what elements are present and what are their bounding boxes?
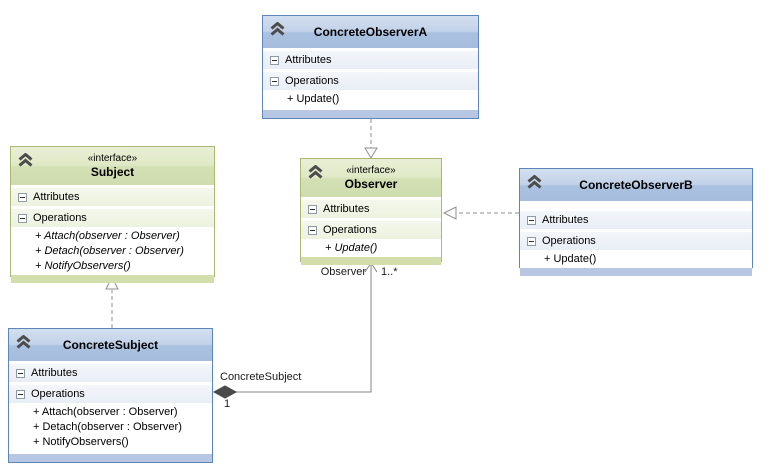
compartment-label: Attributes [542,214,589,226]
collapse-chevron-icon[interactable] [269,21,286,37]
operation-item[interactable]: + NotifyObservers() [35,260,131,272]
compartment-label: Operations [33,212,87,224]
class-title: Observer [344,177,398,191]
collapse-minus-icon[interactable] [308,204,317,214]
compartment-label: Operations [31,388,85,400]
collapse-chevron-icon[interactable] [17,152,34,168]
operations-list: + Update() [263,90,478,107]
class-title: ConcreteObserverB [579,178,693,192]
class-title: ConcreteSubject [62,338,159,352]
operations-list: + Attach(observer : Observer) + Detach(o… [11,227,214,274]
collapse-minus-icon[interactable] [18,213,27,223]
class-stereotype: «interface» [346,165,396,176]
compartment-label: Attributes [33,191,80,203]
compartment-label: Attributes [285,54,332,66]
collapse-minus-icon[interactable] [270,76,279,86]
attributes-compartment[interactable]: Attributes [520,211,752,229]
collapse-chevron-icon[interactable] [307,164,324,180]
class-footer-strip [9,453,212,462]
attributes-compartment[interactable]: Attributes [263,51,478,69]
association-owner-label: ConcreteSubject [220,371,302,383]
operations-compartment[interactable]: Operations [520,232,752,250]
realization-triangle-icon [364,147,378,159]
class-header[interactable]: «interface» Subject [11,147,214,185]
collapse-minus-icon[interactable] [18,192,27,202]
collapse-minus-icon[interactable] [270,55,279,65]
collapse-minus-icon[interactable] [527,236,536,246]
collapse-minus-icon[interactable] [308,225,317,235]
association-multiplicity-label: 1..* [381,266,398,278]
operation-item[interactable]: + Detach(observer : Observer) [35,245,184,257]
operations-compartment[interactable]: Operations [11,209,214,227]
operation-item[interactable]: + NotifyObservers() [33,436,129,448]
compartment-label: Attributes [323,203,370,215]
collapse-chevron-icon[interactable] [15,334,32,350]
operation-item[interactable]: + Update() [287,93,340,105]
class-box-concreteobserverb[interactable]: ConcreteObserverB Attributes Operations … [519,168,753,276]
association-role-label: Observer [320,266,366,278]
compartment-label: Operations [542,235,596,247]
realization-triangle-icon [442,206,457,220]
attributes-compartment[interactable]: Attributes [9,364,212,382]
class-footer-strip [11,274,214,283]
attributes-compartment[interactable]: Attributes [301,200,441,218]
class-box-concreteobservera[interactable]: ConcreteObserverA Attributes Operations … [262,15,479,119]
collapse-chevron-icon[interactable] [526,174,543,190]
compartment-label: Operations [323,224,377,236]
operations-list: + Attach(observer : Observer) + Detach(o… [9,403,212,450]
class-footer-strip [520,267,752,276]
class-footer-strip [301,256,441,265]
composition-diamond-icon [212,385,238,399]
operation-item[interactable]: + Update() [325,242,378,254]
attributes-compartment[interactable]: Attributes [11,188,214,206]
class-header[interactable]: ConcreteObserverB [520,169,752,201]
class-box-observer[interactable]: «interface» Observer Attributes Operatio… [300,158,442,265]
operation-item[interactable]: + Detach(observer : Observer) [33,421,182,433]
operation-item[interactable]: + Attach(observer : Observer) [33,406,178,418]
collapse-minus-icon[interactable] [16,389,25,399]
association-owner-multiplicity-label: 1 [224,398,231,410]
operations-list: + Update() [301,239,441,256]
collapse-minus-icon[interactable] [527,215,536,225]
compartment-label: Attributes [31,367,78,379]
operations-list: + Update() [520,250,752,267]
class-footer-strip [263,109,478,118]
class-box-subject[interactable]: «interface» Subject Attributes Operation… [10,146,215,283]
class-header[interactable]: ConcreteObserverA [263,16,478,48]
class-title: ConcreteObserverA [313,25,428,39]
operations-compartment[interactable]: Operations [9,385,212,403]
class-title: Subject [90,165,135,179]
class-box-concretesubject[interactable]: ConcreteSubject Attributes Operations + … [8,328,213,463]
class-stereotype: «interface» [87,153,138,164]
compartment-label: Operations [285,75,339,87]
operations-compartment[interactable]: Operations [301,221,441,239]
operations-compartment[interactable]: Operations [263,72,478,90]
class-header[interactable]: ConcreteSubject [9,329,212,361]
operation-item[interactable]: + Update() [544,253,597,265]
operation-item[interactable]: + Attach(observer : Observer) [35,230,180,242]
collapse-minus-icon[interactable] [16,368,25,378]
class-header[interactable]: «interface» Observer [301,159,441,197]
